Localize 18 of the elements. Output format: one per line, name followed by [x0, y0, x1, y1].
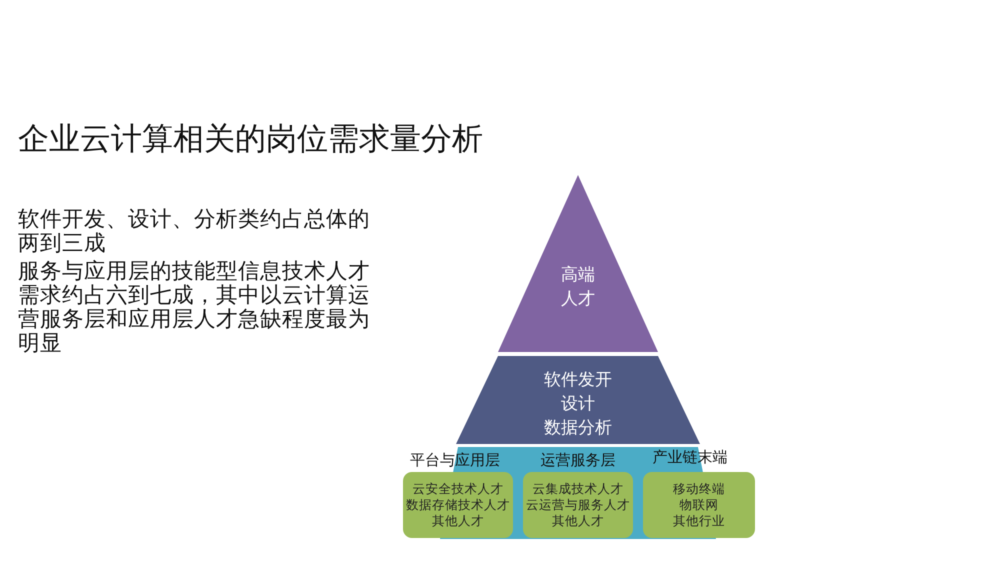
box-item: 云集成技术人才 — [532, 481, 624, 497]
column-heading: 平台与应用层 — [410, 451, 500, 470]
tier-label: 设计 — [561, 393, 595, 416]
slide-title: 企业云计算相关的岗位需求量分析 — [18, 120, 483, 159]
box-item: 云安全技术人才 — [412, 481, 504, 497]
box-item: 其他行业 — [673, 513, 725, 529]
box-item: 移动终端 — [673, 481, 725, 497]
box-item: 数据存储技术人才 — [406, 497, 510, 513]
box-item: 云运营与服务人才 — [526, 497, 630, 513]
body-paragraph: 软件开发、设计、分析类约占总体的两到三成 — [18, 208, 371, 256]
body-paragraph: 服务与应用层的技能型信息技术人才需求约占六到七成，其中以云计算运营服务层和应用层人才急缺程度最为明显 — [18, 260, 371, 356]
column-heading: 运营服务层 — [540, 451, 616, 470]
box-item: 其他人才 — [552, 513, 604, 529]
tier-label: 高端人才 — [560, 264, 596, 311]
tier-label: 软件发开 — [544, 369, 612, 392]
tier-label: 数据分析 — [544, 417, 612, 440]
box-item: 物联网 — [680, 497, 718, 513]
box-item: 其他人才 — [432, 513, 484, 529]
